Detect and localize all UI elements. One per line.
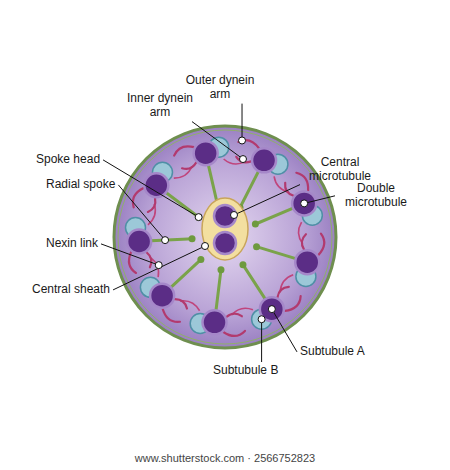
leader-dot <box>239 137 246 144</box>
part-label: Inner dynein arm <box>124 92 196 120</box>
subtubule-a <box>150 284 174 308</box>
outer-dynein-arm <box>223 331 245 336</box>
subtubule-a <box>292 191 316 215</box>
membrane-inner-line <box>118 130 332 344</box>
subtubule-a <box>127 230 151 254</box>
leader-dot <box>239 156 246 163</box>
spoke-head <box>217 266 224 273</box>
part-label: Double microtubule <box>338 182 414 210</box>
leader-line <box>304 196 335 204</box>
spoke-head <box>239 261 246 268</box>
part-label: Central microtubule <box>298 156 382 184</box>
radial-spoke <box>151 239 193 241</box>
leader-line <box>261 319 262 362</box>
leader-dot <box>258 316 265 323</box>
radial-spoke <box>256 246 296 258</box>
outer-dynein-arm <box>285 296 301 311</box>
part-label: Spoke head <box>36 153 100 167</box>
leader-dot <box>301 200 308 207</box>
outer-dynein-arm <box>174 146 194 155</box>
leader-line <box>234 185 300 215</box>
leader-line <box>103 160 199 217</box>
membrane <box>114 126 336 348</box>
subtubule-a <box>144 173 168 197</box>
outer-dynein-arm <box>318 234 324 255</box>
watermark: www.shutterstock.com · 2566752823 <box>0 452 450 465</box>
spoke-head <box>189 235 196 242</box>
inner-dynein-arm <box>182 162 196 169</box>
subtubule-a <box>252 148 276 172</box>
central-microtubule <box>214 232 236 254</box>
spoke-head <box>253 243 260 250</box>
inner-dynein-arm <box>175 299 187 308</box>
outer-dynein-arm <box>163 309 180 322</box>
leader-line <box>101 244 159 265</box>
leader-line <box>272 309 297 352</box>
leader-dot <box>268 306 275 313</box>
leader-dot <box>231 212 238 219</box>
subtubule-a <box>194 141 218 165</box>
leader-line <box>118 185 165 240</box>
leader-line <box>113 246 205 290</box>
part-label: Radial spoke <box>46 178 115 192</box>
leader-line <box>242 104 243 141</box>
inner-dynein-arm <box>277 287 288 298</box>
inner-dynein-arm <box>148 198 155 212</box>
leader-dot <box>162 237 169 244</box>
radial-spoke <box>254 208 293 224</box>
radial-spoke <box>242 264 265 299</box>
leader-dot <box>195 214 202 221</box>
leader-line <box>192 122 243 159</box>
subtubule-a <box>295 250 319 274</box>
radial-spoke <box>171 259 202 288</box>
spoke-head <box>195 214 202 221</box>
spoke-head <box>197 256 204 263</box>
part-label: Outer dynein arm <box>184 74 256 102</box>
inner-dynein-arm <box>226 314 241 317</box>
part-label: Central sheath <box>32 283 110 297</box>
inner-dynein-arm <box>146 252 151 267</box>
radial-spoke <box>240 171 259 208</box>
inner-dynein-arm <box>302 234 306 249</box>
part-label: Subtubule B <box>213 364 278 378</box>
part-label: Subtubule A <box>300 345 365 359</box>
radial-spoke <box>216 269 221 311</box>
spoke-head <box>252 221 259 228</box>
subtubule-a <box>203 310 227 334</box>
outer-dynein-arm <box>296 173 308 191</box>
central-sheath <box>202 198 248 260</box>
leader-dot <box>202 243 209 250</box>
radial-spoke <box>166 192 200 217</box>
part-label: Nexin link <box>46 237 98 251</box>
leader-dot <box>155 262 162 269</box>
